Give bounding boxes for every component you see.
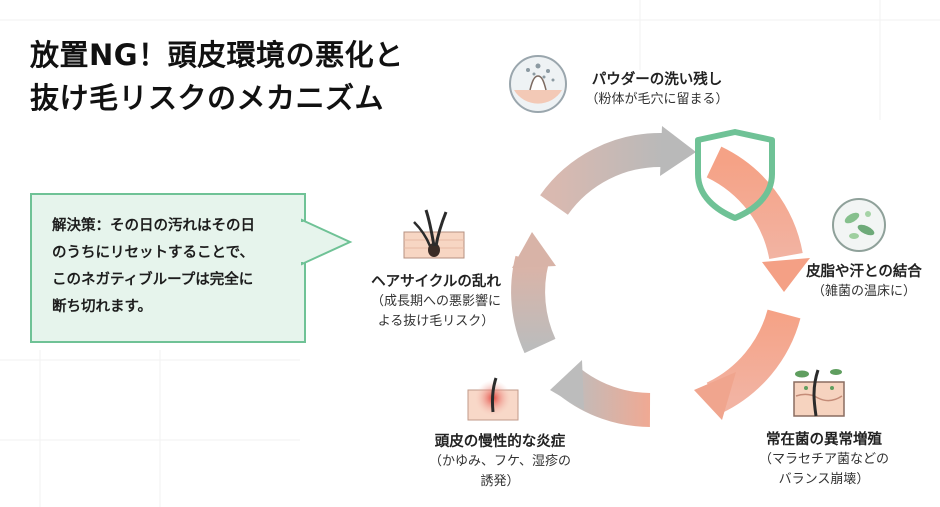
arrowhead-bottom-right [694,372,736,420]
node-chronic-inflammation: 頭皮の慢性的な炎症 （かゆみ、フケ、湿疹の 誘発） [400,432,600,492]
node-heading: ヘアサイクルの乱れ [371,274,501,290]
title-line-2: 抜け毛リスクのメカニズム [30,81,385,115]
callout-tail [300,218,353,266]
node-heading: パウダーの洗い残し [591,72,723,88]
title-line-1: 放置NG！頭皮環境の悪化と [30,38,404,72]
node-sub: （雑菌の温床に） [811,284,916,299]
arrowhead-bottom [550,360,584,410]
node-sub: （マラセチア菌などの [758,452,889,467]
hair-follicle-icon [403,209,465,259]
arrow-segment-left [511,255,556,354]
bacteria-dish-icon [832,198,886,252]
cycle-arrows [511,126,810,427]
callout-line: のうちにリセットすることで、 [52,245,254,261]
solution-callout: 解決策：その日の汚れはその日 のうちにリセットすることで、 このネガティブループ… [30,193,306,343]
node-sub: バランス崩壊） [778,472,870,487]
arrowhead-left [512,232,556,268]
node-bacteria-overgrowth: 常在菌の異常増殖 （マラセチア菌などの バランス崩壊） [724,430,924,490]
arrow-segment-top [540,132,663,216]
callout-line: 解決策：その日の汚れはその日 [52,218,255,234]
node-hair-cycle: ヘアサイクルの乱れ （成長期への悪影響に よる抜け毛リスク） [346,272,526,332]
node-heading: 頭皮の慢性的な炎症 [434,434,566,450]
node-sub: よる抜け毛リスク） [377,314,495,329]
scalp-bacteria-icon [793,369,845,417]
callout-line: 断ち切れます。 [52,299,153,315]
node-sub: 誘発） [480,474,520,489]
node-heading: 常在菌の異常増殖 [766,432,882,448]
node-sub: （粉体が毛穴に留まる） [585,92,729,107]
shield-icon [695,129,775,221]
node-heading: 皮脂や汗との結合 [806,264,922,280]
arrowhead-top [660,126,696,176]
node-sebum-sweat: 皮脂や汗との結合 （雑菌の温床に） [794,262,934,302]
node-powder-residue: パウダーの洗い残し （粉体が毛穴に留まる） [582,70,732,110]
node-sub: （かゆみ、フケ、湿疹の [429,454,571,469]
callout-line: このネガティブループは完全に [52,272,254,288]
pore-powder-icon [509,55,567,113]
page-title: 放置NG！頭皮環境の悪化と 抜け毛リスクのメカニズム [30,34,404,120]
node-sub: （成長期への悪影響に [370,294,501,309]
arrowhead-right [762,258,810,292]
inflamed-skin-icon [467,377,519,421]
